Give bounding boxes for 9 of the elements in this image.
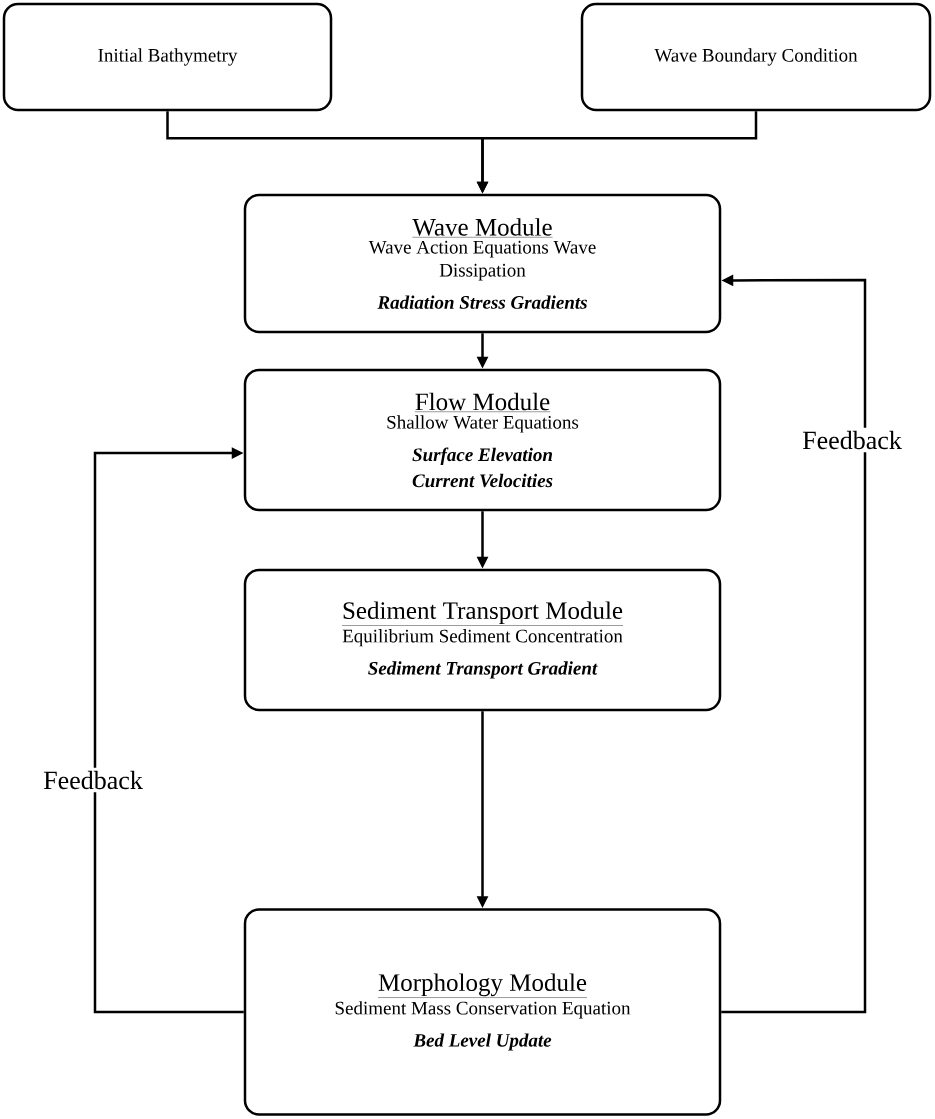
process-box: Sediment Transport Module Equilibrium Sediment Concentration Sediment Transport Gradient bbox=[243, 568, 722, 712]
process-box: Flow Module Shallow Water Equations Surface Elevation Current Velocities bbox=[243, 368, 722, 512]
edge-label: Feedback bbox=[799, 427, 905, 453]
process-box: Wave Boundary Condition bbox=[580, 2, 932, 112]
arrow bbox=[93, 447, 244, 1014]
process-box: Morphology Module Sediment Mass Conservation Equation Bed Level Update bbox=[243, 908, 722, 1116]
edge-label: Feedback bbox=[40, 767, 146, 793]
process-box: Initial Bathymetry bbox=[2, 2, 333, 112]
process-box: Wave Module Wave Action Equations Wave Dissipation Radiation Stress Gradients bbox=[243, 193, 722, 334]
